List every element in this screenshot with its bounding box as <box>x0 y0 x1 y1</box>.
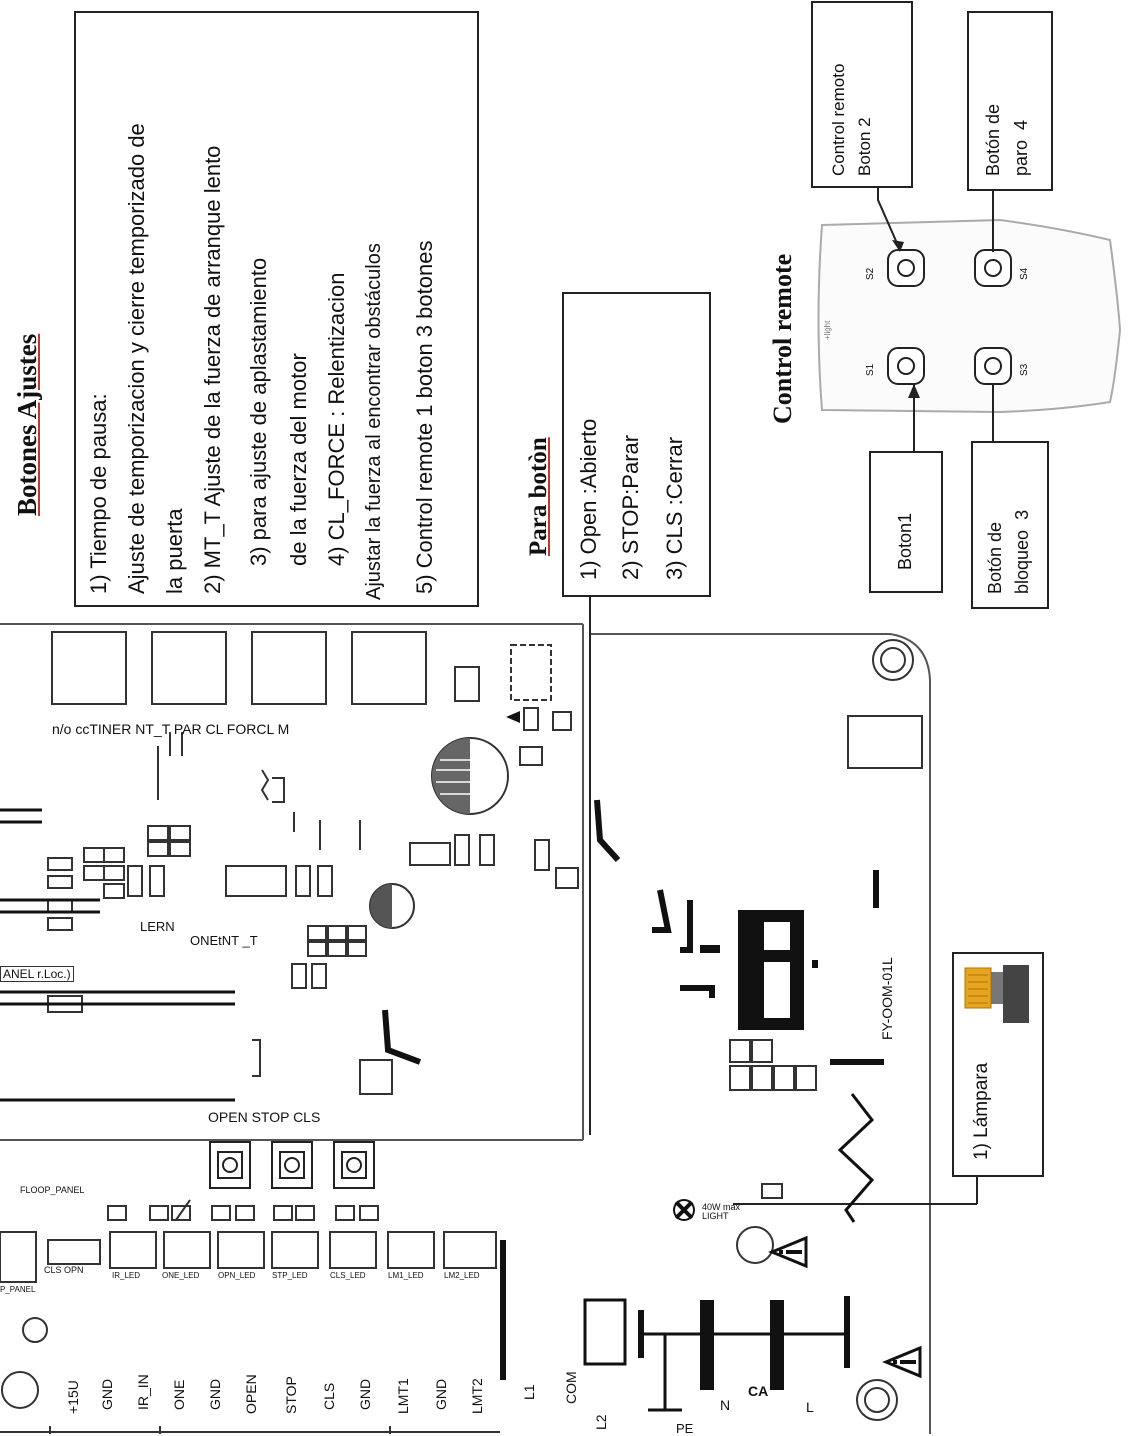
led-label: LM2_LED <box>444 1271 480 1280</box>
ajustes-line-1: 1) Tiempo de pausa: <box>86 393 111 594</box>
terminal-label: L1 <box>521 1384 537 1400</box>
remote-btn-s3-label: S3 <box>1019 363 1030 376</box>
remote-button-s1[interactable] <box>887 347 925 385</box>
led-label: ONE_LED <box>162 1271 200 1280</box>
lamp-icon <box>964 965 1029 1023</box>
remote-title: Control remote <box>768 253 797 424</box>
ajustes-line-6: de la fuerza del motor <box>286 353 311 566</box>
open-button[interactable] <box>209 1141 251 1189</box>
led-label: OPN_LED <box>218 1271 256 1280</box>
terminal-label: IR_IN <box>135 1374 151 1410</box>
board-lern: LERN <box>140 919 175 934</box>
fuse <box>837 1093 875 1223</box>
remote-label-s4: Botón de paro 4 <box>983 103 1031 176</box>
terminal-label: CLS <box>321 1382 337 1410</box>
remote-label-s1: Boton1 <box>895 512 915 570</box>
remote-label-s2: Control remoto Boton 2 <box>829 63 874 176</box>
board-top-labels: n/o ccTINER NT_T PAR CL FORCL M <box>52 721 290 737</box>
ajustes-line-8: Ajustar la fuerza al encontrar obstáculo… <box>363 243 385 600</box>
remote-button-s4[interactable] <box>974 249 1012 287</box>
board-panel-lock: ANEL r.Loc.) <box>0 966 74 982</box>
led-label: CLS_LED <box>330 1271 366 1280</box>
board-open-stop-cls: OPEN STOP CLS <box>208 1109 321 1125</box>
board-outline <box>0 623 931 1434</box>
terminal-label: +15U <box>65 1380 81 1414</box>
led-label: IR_LED <box>112 1271 141 1280</box>
terminal-label: GND <box>99 1378 115 1410</box>
stop-button[interactable] <box>271 1141 313 1189</box>
ajustes-line-5: 3) para ajuste de aplastamiento <box>246 257 271 566</box>
remote-button-s2[interactable] <box>887 249 925 287</box>
warning-icon <box>768 1235 808 1269</box>
remote-label-s3: Botón de bloqueo 3 <box>985 509 1032 594</box>
para-boton-line-1: 1) Open :Abierto <box>576 418 601 580</box>
terminal-label: OPEN <box>243 1374 259 1414</box>
cls-button[interactable] <box>333 1141 375 1189</box>
terminal-label: L <box>806 1399 814 1415</box>
terminal-label: GND <box>357 1378 373 1410</box>
relay-block <box>51 631 427 705</box>
para-boton-line-2: 2) STOP:Parar <box>618 434 643 580</box>
terminal-label: PE <box>676 1421 694 1436</box>
terminal-label: LMT2 <box>469 1378 485 1414</box>
mounting-hole <box>1 639 914 1421</box>
light-icon <box>673 1199 695 1221</box>
led-label: LM1_LED <box>388 1271 424 1280</box>
warning-icon <box>882 1345 922 1379</box>
terminal-label: STOP <box>283 1376 299 1414</box>
label-box-s1 <box>869 451 943 593</box>
ajustes-line-4: 2) MT_T Ajuste de la fuerza de arranque … <box>200 145 225 594</box>
svg-text:+light: +light <box>823 320 832 340</box>
terminal-label: L2 <box>593 1414 609 1430</box>
transformer-block <box>700 910 818 1030</box>
ajustes-box <box>74 11 479 607</box>
remote-btn-s4-label: S4 <box>1019 267 1030 280</box>
para-boton-line-3: 3) CLS :Cerrar <box>662 436 687 580</box>
board-model: FY-OOM-01L <box>879 957 895 1040</box>
label-box-s3 <box>971 441 1049 609</box>
ajustes-line-3: la puerta <box>162 508 187 594</box>
remote-button-s3[interactable] <box>974 347 1012 385</box>
terminal-label: GND <box>207 1378 223 1410</box>
lamp-label: 1) Lámpara <box>971 1062 992 1160</box>
board-light: 40W max LIGHT <box>702 1202 741 1221</box>
label-box-s4 <box>967 11 1053 191</box>
ajustes-line-7: 4) CL_FORCE : Relentizacion <box>324 272 349 566</box>
board-floop-panel: FLOOP_PANEL <box>20 1185 85 1195</box>
board-onetnt: ONEtNT _T <box>190 933 258 948</box>
para-boton-box <box>562 292 711 597</box>
terminal-label: GND <box>433 1378 449 1410</box>
terminal-label: LMT1 <box>395 1378 411 1414</box>
ajustes-title: Botones Ajustes <box>12 333 42 516</box>
remote-outline <box>817 218 1122 414</box>
terminal-label: COM <box>563 1371 579 1404</box>
terminal-label: N <box>720 1397 731 1413</box>
terminal-label: ONE <box>171 1379 187 1410</box>
ajustes-line-2: Ajuste de temporizacion y cierre tempori… <box>124 123 149 594</box>
remote-btn-s1-label: S1 <box>865 363 876 376</box>
remote-btn-s2-label: S2 <box>865 267 876 280</box>
label-box-s2 <box>811 1 913 188</box>
led-row <box>109 1231 497 1269</box>
board-p-panel: P_PANEL <box>0 1285 36 1294</box>
led-label: STP_LED <box>272 1271 308 1280</box>
ajustes-line-9: 5) Control remote 1 boton 3 botones <box>412 240 437 594</box>
para-boton-title: Para botòn <box>525 437 552 556</box>
board-cls-opn: CLS OPN <box>44 1265 84 1275</box>
terminal-label: CA <box>748 1383 769 1399</box>
